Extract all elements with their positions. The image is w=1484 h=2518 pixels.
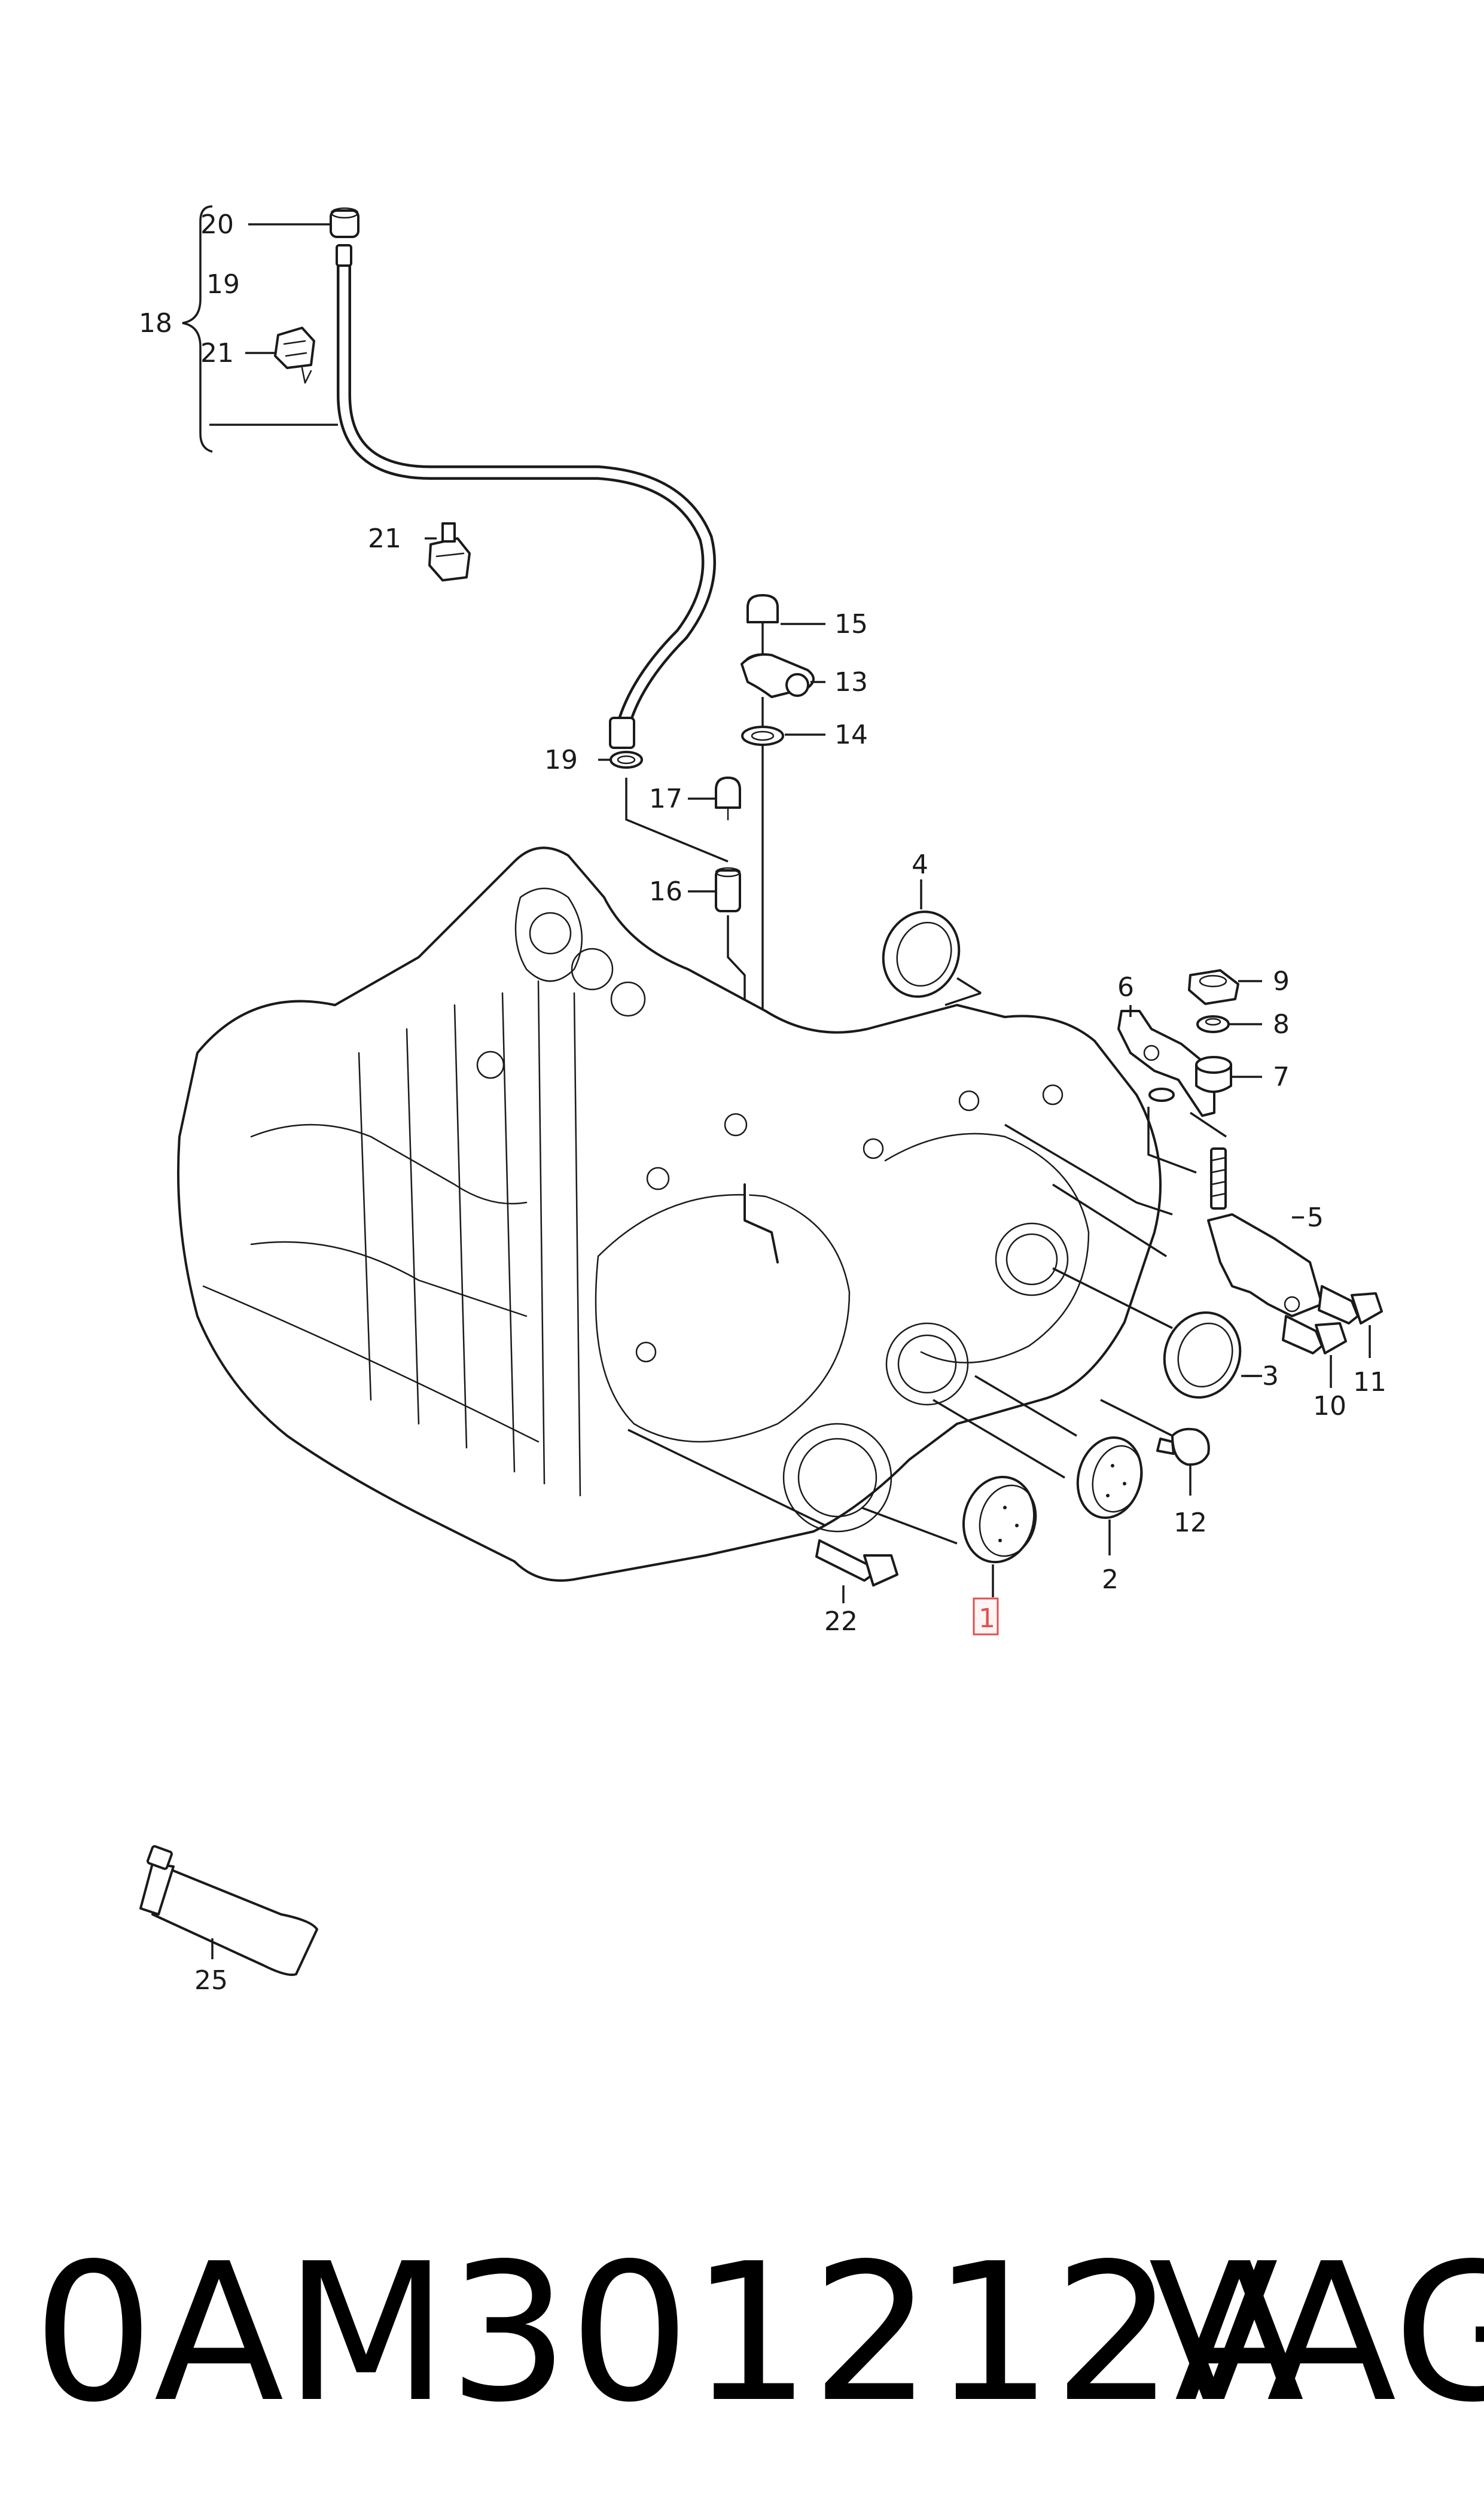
- gearbox-housing: [177, 847, 1162, 1582]
- seal-ring-part-4: [882, 911, 982, 998]
- callout-9: 9: [1273, 966, 1290, 997]
- leader-16: [625, 778, 729, 863]
- callout-25: 25: [194, 1965, 228, 1996]
- vent-hose: [336, 244, 716, 749]
- breather-bracket-group: [182, 205, 338, 453]
- callout-6: 6: [1117, 972, 1134, 1003]
- nut-part-9: [1188, 969, 1239, 1005]
- rubber-bushing-part-7: [1195, 1056, 1232, 1093]
- bolt-part-11: [1318, 1285, 1383, 1325]
- callout-3: 3: [1262, 1361, 1279, 1392]
- cover-cap-part-1: [962, 1475, 1037, 1597]
- sleeve-part-16: [715, 867, 741, 912]
- bolt-part-22: [815, 1539, 898, 1603]
- callout-5: 5: [1307, 1202, 1324, 1233]
- callout-1: 1: [979, 1603, 995, 1634]
- part-number: 0AM301212A: [33, 2222, 1305, 2444]
- cover-cap-part-2: [1076, 1436, 1143, 1555]
- callout-19-ring: 19: [544, 745, 578, 775]
- leader-lines: [627, 992, 1227, 1545]
- washer-part-8: [1196, 1015, 1230, 1033]
- sealant-tube-part-25: [139, 1845, 318, 1976]
- callout-7: 7: [1273, 1062, 1290, 1092]
- callout-21-upper: 21: [200, 338, 234, 369]
- seal-ring-part-19: [610, 751, 643, 769]
- callout-labels: 20 19 18 21 21 19 17 16 15 13 14 4 6 9 8…: [139, 209, 1387, 1996]
- callout-12: 12: [1174, 1508, 1207, 1538]
- bracket-part-6: [1117, 1010, 1215, 1117]
- callout-16: 16: [649, 876, 682, 907]
- callout-8: 8: [1273, 1009, 1290, 1040]
- callout-20: 20: [200, 209, 234, 240]
- hose-clip-part-21-lower: [428, 522, 471, 581]
- plug-part-17: [715, 777, 741, 821]
- callout-14: 14: [834, 720, 868, 750]
- callout-2: 2: [1102, 1564, 1119, 1595]
- brand-name: VAG: [1148, 2222, 1484, 2444]
- callout-11: 11: [1353, 1367, 1387, 1397]
- plug-part-12: [1156, 1427, 1210, 1466]
- bracket-part-5: [1207, 1147, 1323, 1317]
- vent-cap-part-20: [330, 207, 359, 238]
- seal-ring-part-3: [1163, 1311, 1262, 1399]
- callout-18: 18: [139, 308, 172, 339]
- callout-4: 4: [912, 850, 928, 880]
- callout-17: 17: [649, 784, 682, 814]
- callout-10: 10: [1313, 1391, 1346, 1421]
- callout-1-highlight-box: [973, 1597, 999, 1636]
- callout-15: 15: [834, 609, 868, 640]
- hose-clip-part-21-upper: [274, 327, 315, 384]
- bolt-part-10: [1282, 1315, 1347, 1354]
- callout-21-lower: 21: [368, 523, 401, 554]
- callout-13: 13: [834, 667, 868, 698]
- callout-19-bracket: 19: [206, 269, 240, 300]
- callout-22: 22: [824, 1606, 858, 1637]
